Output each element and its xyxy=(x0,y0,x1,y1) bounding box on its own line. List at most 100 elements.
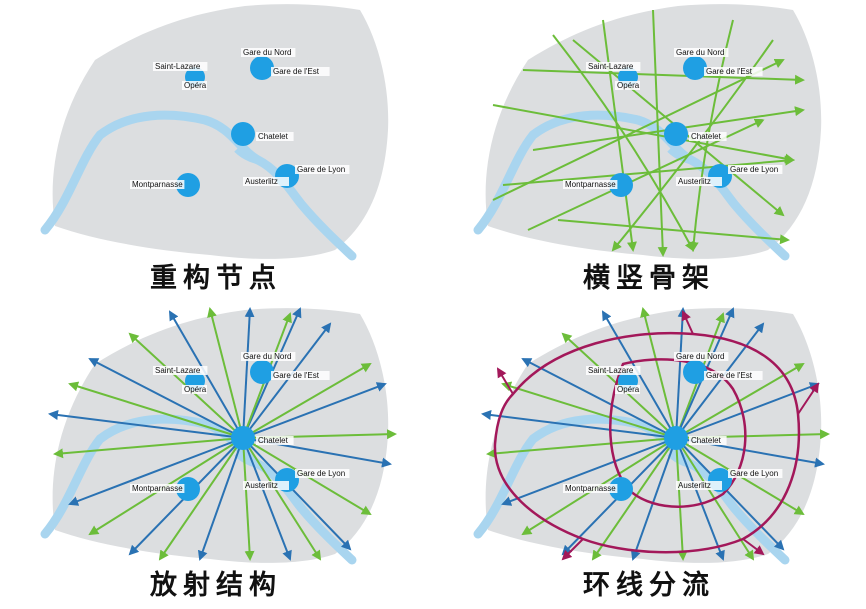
station-label-gare-de-lest: Gare de l'Est xyxy=(706,67,753,76)
river-seine xyxy=(40,414,357,565)
station-label-bg xyxy=(243,481,289,490)
station-label-bg xyxy=(674,352,729,361)
station-label-chatelet: Chatelet xyxy=(258,436,289,445)
station-label-bg xyxy=(241,48,296,57)
route-arrow xyxy=(242,437,352,551)
station-label-saint-lazare: Saint-Lazare xyxy=(588,366,634,375)
station-label-bg xyxy=(586,62,641,71)
station-label-bg xyxy=(728,165,783,174)
station-label-bg xyxy=(256,132,294,141)
route-arrow xyxy=(242,437,292,561)
station-label-montparnasse: Montparnasse xyxy=(565,180,616,189)
panel-caption: 重构节点 xyxy=(150,263,282,294)
station-label-montparnasse: Montparnasse xyxy=(132,180,183,189)
route-arrow xyxy=(492,104,795,164)
panel-caption: 环线分流 xyxy=(583,570,715,601)
route-arrow xyxy=(242,382,387,439)
station-label-bg xyxy=(271,371,330,380)
route-arrow xyxy=(611,39,774,252)
station-node-gare-du-nord xyxy=(683,56,707,80)
route-arrow xyxy=(501,437,677,506)
station-node-gare-du-nord xyxy=(683,360,707,384)
station-label-gare-de-lyon: Gare de Lyon xyxy=(730,165,778,174)
station-label-bg xyxy=(689,436,727,445)
station-label-austerlitz: Austerlitz xyxy=(678,177,711,186)
station-label-chatelet: Chatelet xyxy=(691,132,722,141)
station-label-bg xyxy=(615,385,640,394)
route-arrow xyxy=(242,437,255,561)
station-node-chatelet xyxy=(664,426,688,450)
route-arrow xyxy=(527,118,765,231)
route-arrow xyxy=(602,19,637,252)
station-label-bg xyxy=(153,62,208,71)
station-node-montparnasse xyxy=(609,173,633,197)
route-arrow xyxy=(242,322,332,439)
station-label-gare-du-nord: Gare du Nord xyxy=(676,48,724,57)
station-label-bg xyxy=(674,48,729,57)
route-arrow xyxy=(675,437,688,561)
route-arrow xyxy=(48,410,244,439)
station-label-opera: Opéra xyxy=(617,81,640,90)
station-label-bg xyxy=(704,67,763,76)
station-label-bg xyxy=(563,180,618,189)
route-arrow xyxy=(522,69,805,85)
station-label-bg xyxy=(689,132,727,141)
station-label-saint-lazare: Saint-Lazare xyxy=(588,62,634,71)
panel-caption: 横竖骨架 xyxy=(583,263,715,294)
station-label-montparnasse: Montparnasse xyxy=(132,484,183,493)
river-seine xyxy=(473,110,790,261)
station-label-bg xyxy=(295,469,350,478)
route-arrow xyxy=(557,219,790,245)
station-label-gare-du-nord: Gare du Nord xyxy=(243,48,291,57)
route-arrow xyxy=(53,437,244,459)
station-label-bg xyxy=(676,481,722,490)
station-label-chatelet: Chatelet xyxy=(691,436,722,445)
route-arrow xyxy=(242,362,372,439)
route-arrow xyxy=(552,34,694,252)
station-label-bg xyxy=(256,436,294,445)
station-label-bg xyxy=(295,165,350,174)
route-arrow xyxy=(68,437,244,506)
station-node-montparnasse xyxy=(609,477,633,501)
route-arrow xyxy=(197,437,244,561)
station-node-chatelet xyxy=(231,426,255,450)
station-label-austerlitz: Austerlitz xyxy=(245,481,278,490)
station-label-montparnasse: Montparnasse xyxy=(565,484,616,493)
station-label-bg xyxy=(130,484,185,493)
station-node-gare-du-nord xyxy=(250,56,274,80)
route-arrow xyxy=(207,307,244,439)
station-node-chatelet xyxy=(664,122,688,146)
station-label-bg xyxy=(728,469,783,478)
route-arrow xyxy=(675,322,765,439)
route-arrow xyxy=(675,382,820,439)
station-node-montparnasse xyxy=(176,477,200,501)
station-label-bg xyxy=(182,385,207,394)
river-island xyxy=(234,148,271,168)
station-label-saint-lazare: Saint-Lazare xyxy=(155,366,201,375)
route-arrow xyxy=(681,310,694,335)
route-arrow xyxy=(652,9,668,257)
route-arrow xyxy=(68,381,244,439)
route-arrow xyxy=(561,538,584,561)
route-arrow xyxy=(675,437,785,551)
station-label-gare-du-nord: Gare du Nord xyxy=(676,352,724,361)
panel-caption: 放射结构 xyxy=(149,569,282,601)
station-label-saint-lazare: Saint-Lazare xyxy=(155,62,201,71)
route-arrow xyxy=(797,382,820,415)
station-label-opera: Opéra xyxy=(617,385,640,394)
station-label-gare-de-lest: Gare de l'Est xyxy=(706,371,753,380)
station-label-gare-de-lyon: Gare de Lyon xyxy=(297,469,345,478)
route-arrow xyxy=(158,437,244,561)
station-label-gare-de-lyon: Gare de Lyon xyxy=(297,165,345,174)
station-label-austerlitz: Austerlitz xyxy=(678,481,711,490)
station-label-bg xyxy=(182,81,207,90)
station-label-opera: Opéra xyxy=(184,385,207,394)
route-arrow xyxy=(486,437,677,459)
route-arrow xyxy=(242,437,322,561)
route-arrow xyxy=(675,307,688,439)
station-label-bg xyxy=(676,177,722,186)
